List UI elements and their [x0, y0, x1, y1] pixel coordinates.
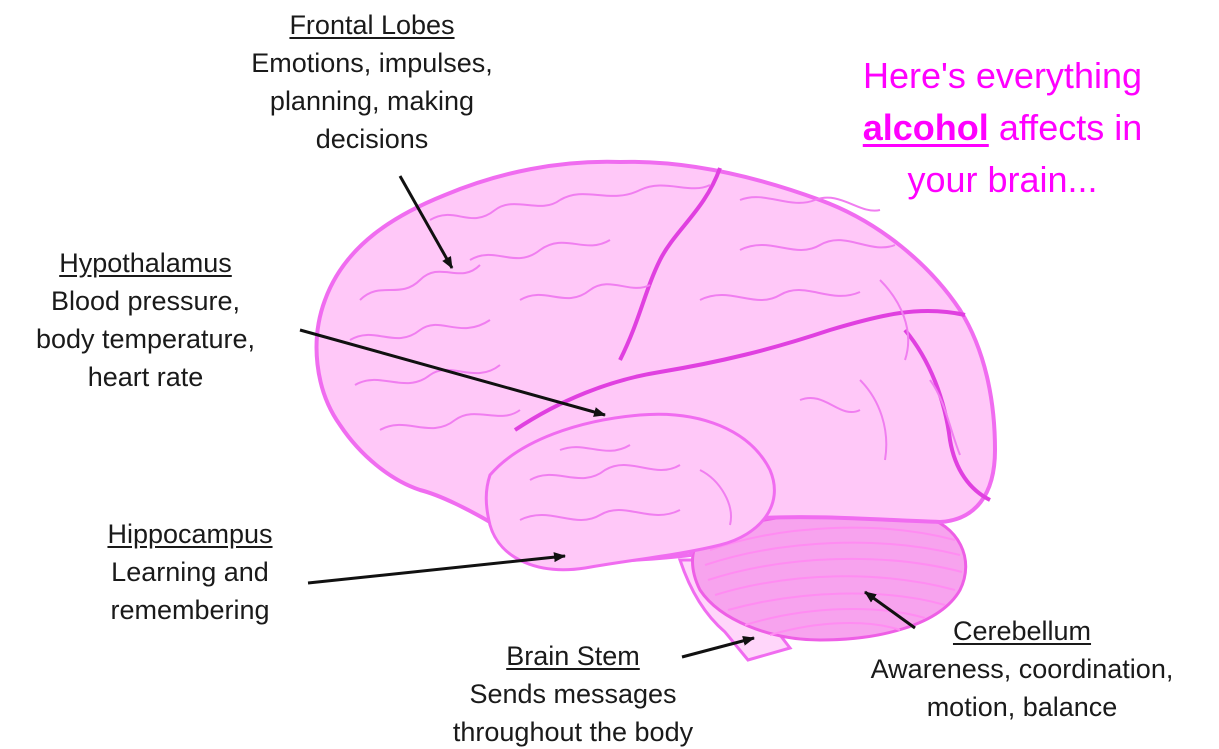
hypothalamus-label: Hypothalamus Blood pressure, body temper…	[8, 244, 283, 396]
hippocampus-desc-2: remembering	[70, 591, 310, 629]
cerebellum-desc-1: Awareness, coordination,	[832, 650, 1212, 688]
headline-after-emphasis: affects in	[999, 107, 1142, 148]
frontal-lobes-title: Frontal Lobes	[222, 6, 522, 44]
headline-line-1: Here's everything	[800, 50, 1205, 102]
headline-emphasis: alcohol	[863, 107, 989, 148]
cerebellum-desc-2: motion, balance	[832, 688, 1212, 726]
hippocampus-title: Hippocampus	[70, 515, 310, 553]
brain-stem-title: Brain Stem	[418, 637, 728, 675]
hypothalamus-desc-3: heart rate	[8, 358, 283, 396]
brain-stem-desc-2: throughout the body	[418, 713, 728, 749]
frontal-lobes-desc-1: Emotions, impulses,	[222, 44, 522, 82]
frontal-lobes-label: Frontal Lobes Emotions, impulses, planni…	[222, 6, 522, 158]
brain-stem-desc-1: Sends messages	[418, 675, 728, 713]
hippocampus-arrow	[308, 556, 565, 583]
headline-line-3: your brain...	[800, 154, 1205, 206]
hippocampus-desc-1: Learning and	[70, 553, 310, 591]
headline: Here's everything alcohol affects in you…	[800, 50, 1205, 206]
brain-stem-label: Brain Stem Sends messages throughout the…	[418, 637, 728, 749]
cerebellum-label: Cerebellum Awareness, coordination, moti…	[832, 612, 1212, 726]
headline-line-2: alcohol affects in	[800, 102, 1205, 154]
hippocampus-label: Hippocampus Learning and remembering	[70, 515, 310, 629]
hypothalamus-title: Hypothalamus	[8, 244, 283, 282]
frontal-lobes-desc-3: decisions	[222, 120, 522, 158]
hypothalamus-desc-2: body temperature,	[8, 320, 283, 358]
frontal-lobes-desc-2: planning, making	[222, 82, 522, 120]
cerebellum-title: Cerebellum	[832, 612, 1212, 650]
hypothalamus-desc-1: Blood pressure,	[8, 282, 283, 320]
